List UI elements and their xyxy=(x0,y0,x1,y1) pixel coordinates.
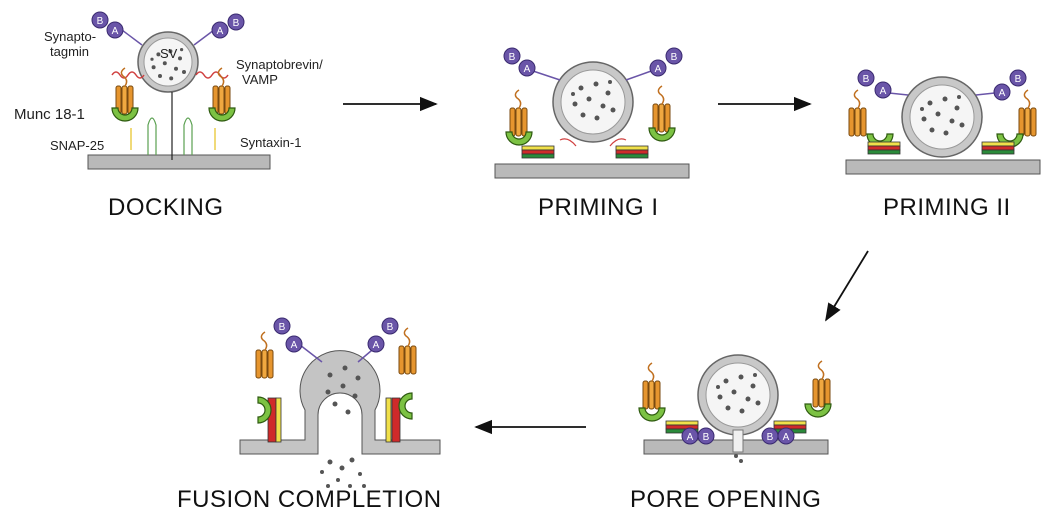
label-synaptobrevin-1: Synaptobrevin/ xyxy=(236,57,323,72)
label-priming-1: PRIMING I xyxy=(538,194,659,221)
label-synaptobrevin-2: VAMP xyxy=(242,72,278,87)
stage-priming-1 xyxy=(494,47,690,179)
label-munc18: Munc 18-1 xyxy=(14,106,85,123)
stage-fusion-completion xyxy=(239,317,441,488)
arrow-priming2-to-pore xyxy=(825,250,869,322)
label-synaptotagmin-1: Synapto- xyxy=(44,29,97,44)
label-priming-2: PRIMING II xyxy=(883,194,1011,221)
label-docking: DOCKING xyxy=(108,194,224,221)
stage-docking xyxy=(87,11,271,170)
label-synaptotagmin-2: tagmin xyxy=(50,44,90,59)
label-sv: SV xyxy=(160,46,178,61)
fusion-pore xyxy=(732,429,744,453)
stage-pore-opening xyxy=(638,354,832,463)
plasma-membrane xyxy=(494,163,690,179)
label-pore-opening: PORE OPENING xyxy=(630,486,822,513)
fused-membrane xyxy=(239,350,441,455)
stage-priming-2 xyxy=(845,69,1041,175)
plasma-membrane xyxy=(845,159,1041,175)
label-syntaxin1: Syntaxin-1 xyxy=(240,135,302,150)
plasma-membrane xyxy=(87,154,271,170)
label-fusion-completion: FUSION COMPLETION xyxy=(177,486,442,513)
label-snap25: SNAP-25 xyxy=(50,138,105,153)
